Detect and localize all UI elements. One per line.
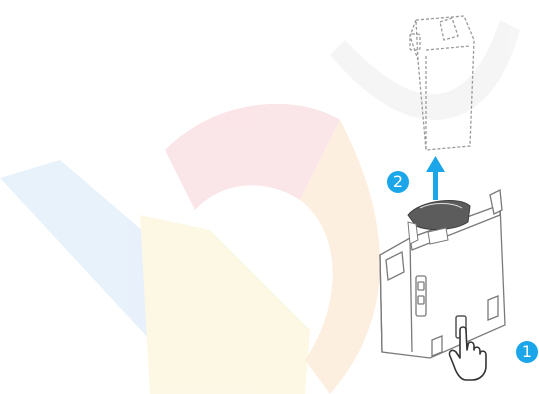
step-1-number: 1 [515,340,539,364]
step-2-number: 2 [386,170,410,194]
watermark-blue-band [0,160,165,340]
watermark-gray-arc [330,20,520,120]
watermark-yellow-band [140,215,310,394]
up-arrow-icon [426,156,445,200]
